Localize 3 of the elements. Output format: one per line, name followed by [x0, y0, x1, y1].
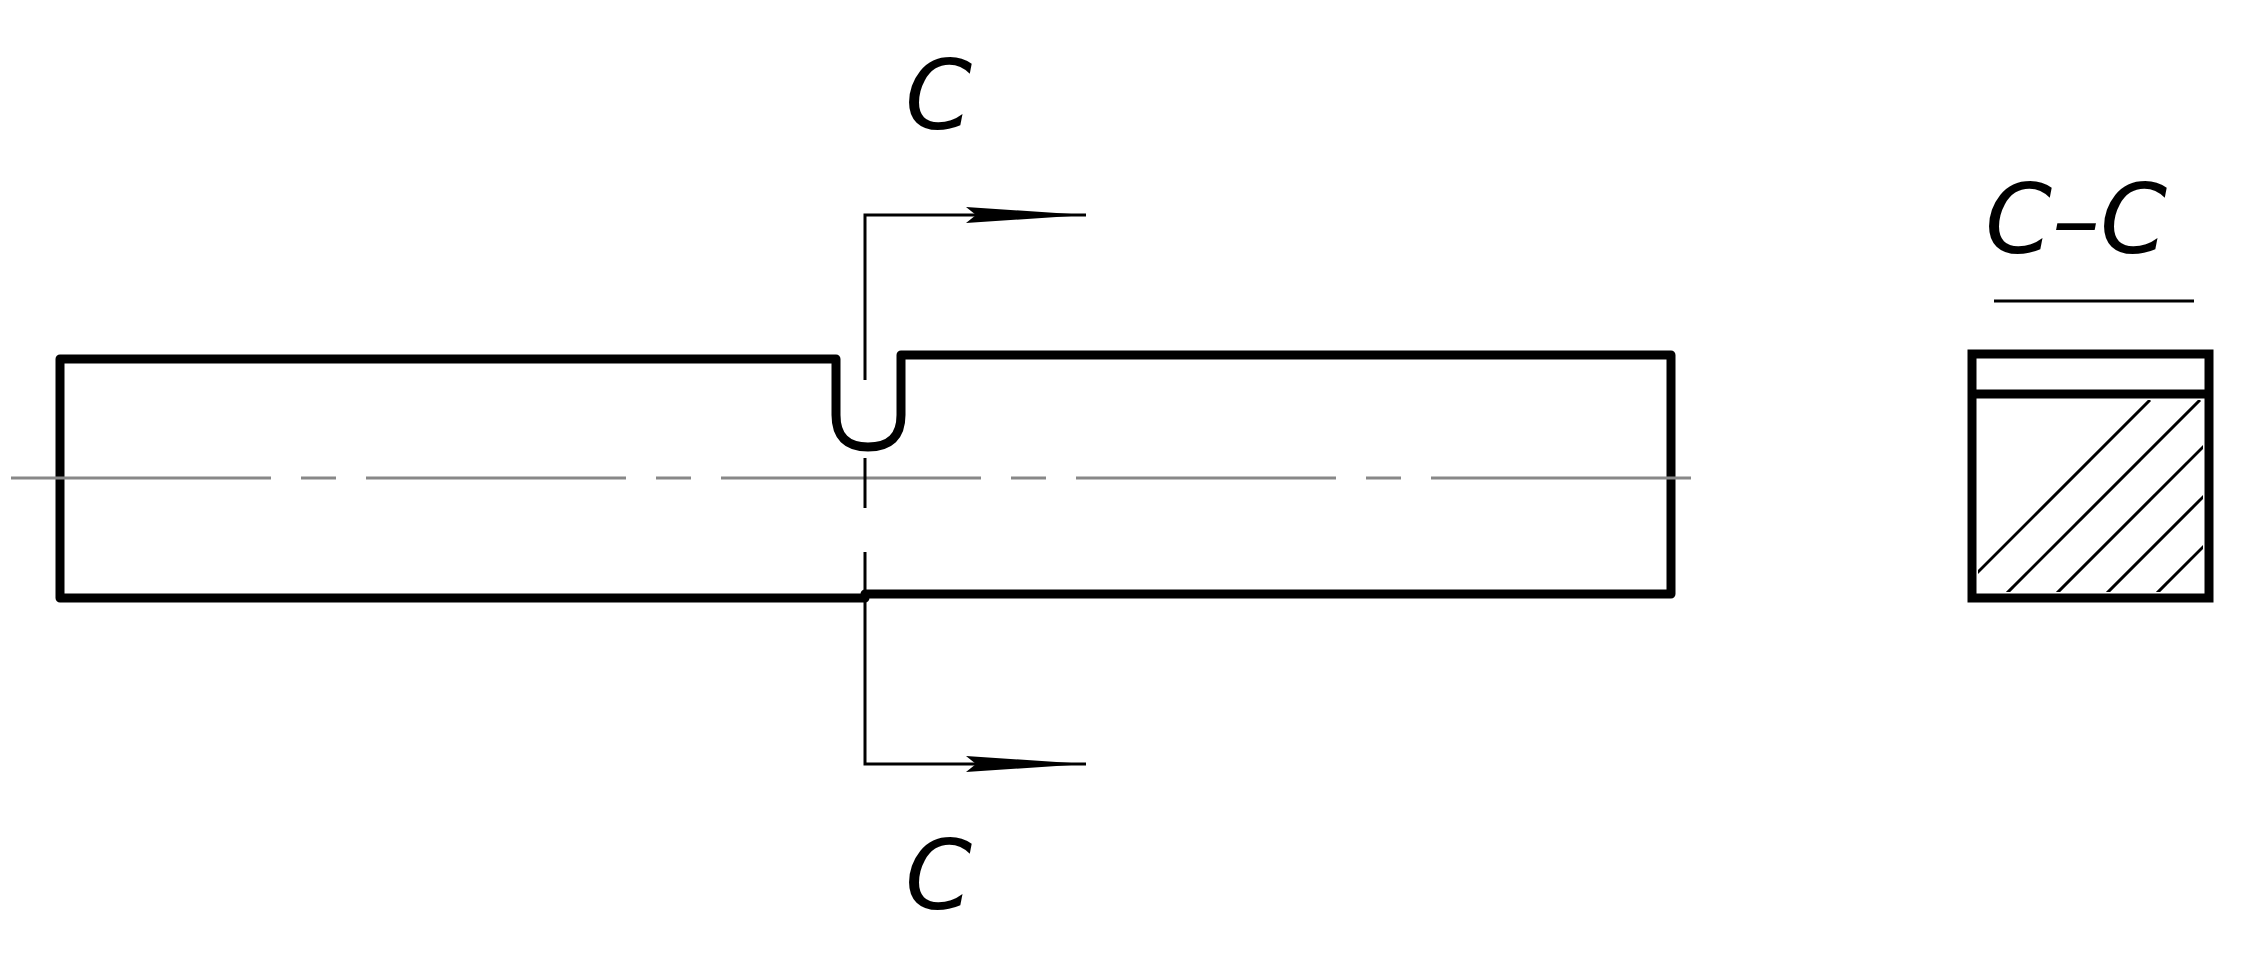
section-label: С — [905, 48, 973, 144]
section-label: С — [905, 828, 973, 924]
section-title: С–С — [1985, 172, 2168, 268]
